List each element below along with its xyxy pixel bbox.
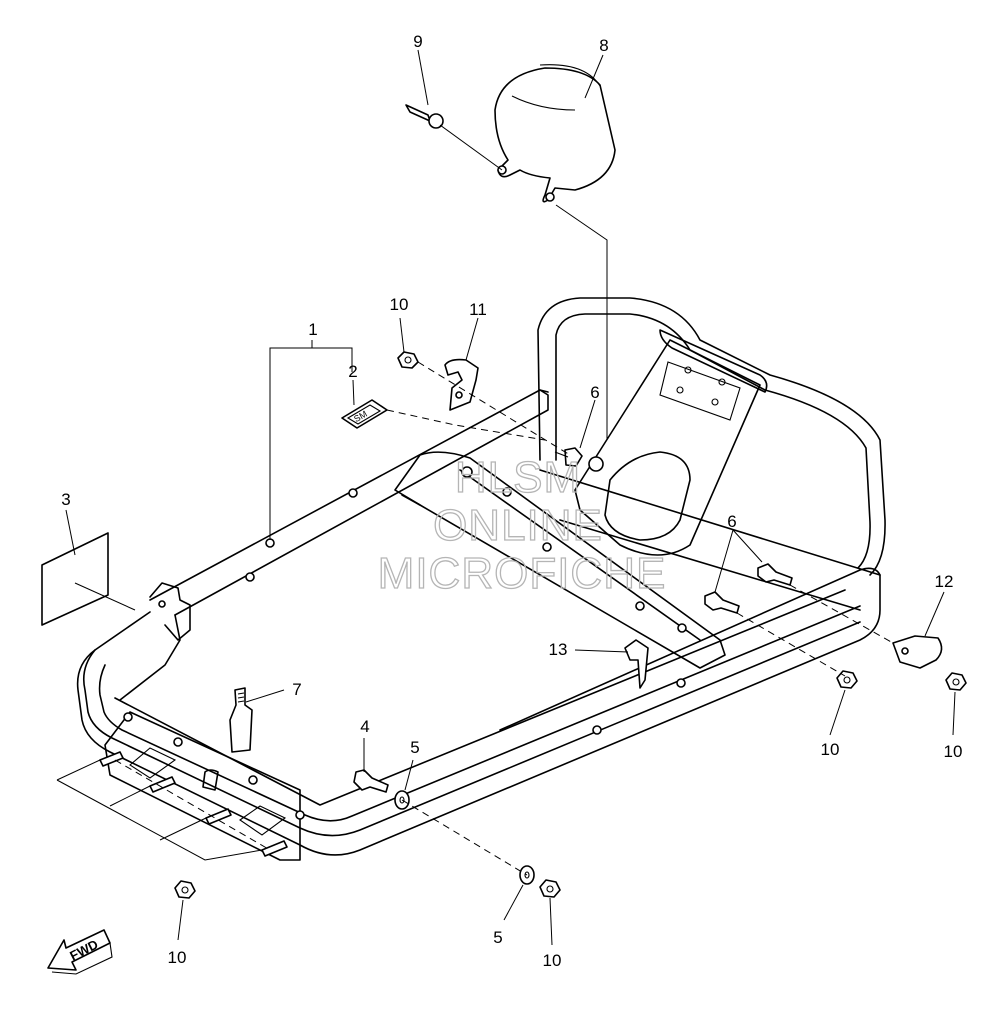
seat-cushion-8	[494, 64, 616, 203]
nut-10-top	[397, 351, 419, 369]
bolt-4	[353, 769, 389, 793]
watermark: HLSM ONLINE MICROFICHE	[377, 452, 667, 598]
bolt-6-top	[554, 447, 583, 467]
nut-10-right-a	[836, 670, 858, 689]
rivet-9	[405, 104, 444, 129]
nut-10-bottom-left	[174, 880, 196, 899]
dash-lines	[114, 361, 894, 876]
callout-9: 9	[413, 32, 422, 51]
callout-10-b: 10	[821, 740, 840, 759]
callout-4: 4	[360, 717, 369, 736]
callout-3: 3	[61, 490, 70, 509]
callout-10-c: 10	[944, 742, 963, 761]
clip-12	[892, 635, 943, 669]
callout-8: 8	[599, 36, 608, 55]
strap-7	[229, 687, 253, 753]
nut-10-right-b	[945, 672, 967, 691]
callout-5-a: 5	[410, 738, 419, 757]
callout-11: 11	[469, 300, 487, 319]
nut-10-bottom-mid	[539, 879, 561, 898]
callout-10-e: 10	[543, 951, 562, 970]
callout-12: 12	[935, 572, 954, 591]
callout-6-b: 6	[727, 512, 736, 531]
clip-13	[624, 639, 649, 689]
bolt-6-right-b	[704, 591, 740, 614]
callout-numbers: 1 2 3 4 5 5 6 6 7 8 9 10 10 10 10 10 11 …	[61, 32, 962, 970]
callout-1: 1	[308, 320, 317, 339]
watermark-line-1: HLSM	[455, 453, 581, 502]
label-plate-2: SM	[341, 399, 388, 429]
callout-13: 13	[549, 640, 568, 659]
callout-5-b: 5	[493, 928, 502, 947]
studs	[99, 751, 288, 857]
callout-10-a: 10	[390, 295, 409, 314]
clip-11	[444, 358, 479, 411]
fwd-arrow-icon: FWD	[47, 929, 113, 975]
leader-lines	[56, 49, 956, 946]
bolt-6-right-a	[757, 563, 793, 586]
callout-6-a: 6	[590, 383, 599, 402]
frame-assembly	[76, 297, 886, 861]
callout-7: 7	[292, 680, 301, 699]
fwd-label: FWD	[67, 937, 100, 964]
watermark-line-3: MICROFICHE	[378, 549, 667, 598]
callout-10-d: 10	[168, 948, 187, 967]
label-sheet-3	[41, 532, 109, 626]
watermark-line-2: ONLINE	[433, 501, 603, 550]
callout-2: 2	[348, 362, 357, 381]
